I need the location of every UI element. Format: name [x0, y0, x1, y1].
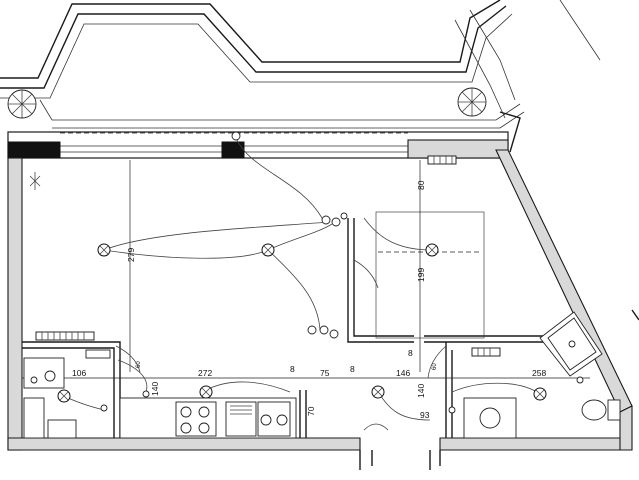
- dim-272: 272: [198, 368, 212, 378]
- ceiling-lamp-icon: [261, 243, 275, 257]
- ceiling-lamp-icon: [425, 243, 439, 257]
- facade-window-wall: [7, 131, 509, 159]
- door-swings: [115, 259, 447, 431]
- dim-8-mid: 8: [290, 364, 295, 374]
- radiator-icon: [35, 331, 95, 341]
- dim-140: 140: [150, 382, 160, 396]
- dim-258: 258: [532, 368, 546, 378]
- electrical-wiring: [63, 137, 541, 421]
- plant-icon: [29, 172, 41, 190]
- ceiling-lamps: [57, 243, 547, 403]
- dim-93: 93: [420, 410, 430, 420]
- dim-146: 146: [396, 368, 410, 378]
- bed-outline: [375, 211, 485, 339]
- plant-icon: [7, 89, 37, 119]
- outer-walls: [7, 111, 639, 470]
- dim-70: 70: [306, 406, 316, 416]
- sink-icon: [463, 397, 517, 439]
- ceiling-lamp-icon: [371, 385, 385, 399]
- dim-80-top: 80: [416, 180, 426, 190]
- dim-8-right: 8: [408, 348, 413, 358]
- sink-icon: [225, 401, 257, 437]
- dimension-lines: 279 80 199 8 106 272 8 75 8 146 258 70 1…: [22, 160, 590, 438]
- left-kitchen-units: [23, 349, 111, 439]
- ceiling-lamp-icon: [57, 389, 71, 403]
- dim-279: 279: [126, 248, 136, 262]
- dim-199: 199: [416, 268, 426, 282]
- shower-icon: [539, 311, 603, 377]
- switch-icon: [100, 390, 150, 412]
- dim-60: 60: [136, 361, 142, 368]
- dim-60b: 60: [432, 363, 438, 370]
- dim-8-mid2: 8: [350, 364, 355, 374]
- dim-75: 75: [320, 368, 330, 378]
- switch-icon: [448, 376, 584, 414]
- radiator-icon: [427, 155, 457, 165]
- switch-icon: [321, 212, 348, 227]
- kitchen-counter: [119, 397, 297, 439]
- switch-icon: [231, 131, 241, 141]
- ceiling-lamp-icon: [533, 387, 547, 401]
- balcony-outline: [0, 0, 601, 129]
- radiator-icon: [471, 347, 501, 357]
- dim-106: 106: [72, 368, 86, 378]
- switch-icon: [307, 325, 339, 339]
- toilet-icon: [581, 399, 621, 421]
- ceiling-lamp-icon: [97, 243, 111, 257]
- ceiling-lamp-icon: [199, 385, 213, 399]
- dim-140-bath: 140: [416, 384, 426, 398]
- plant-icon: [457, 87, 487, 117]
